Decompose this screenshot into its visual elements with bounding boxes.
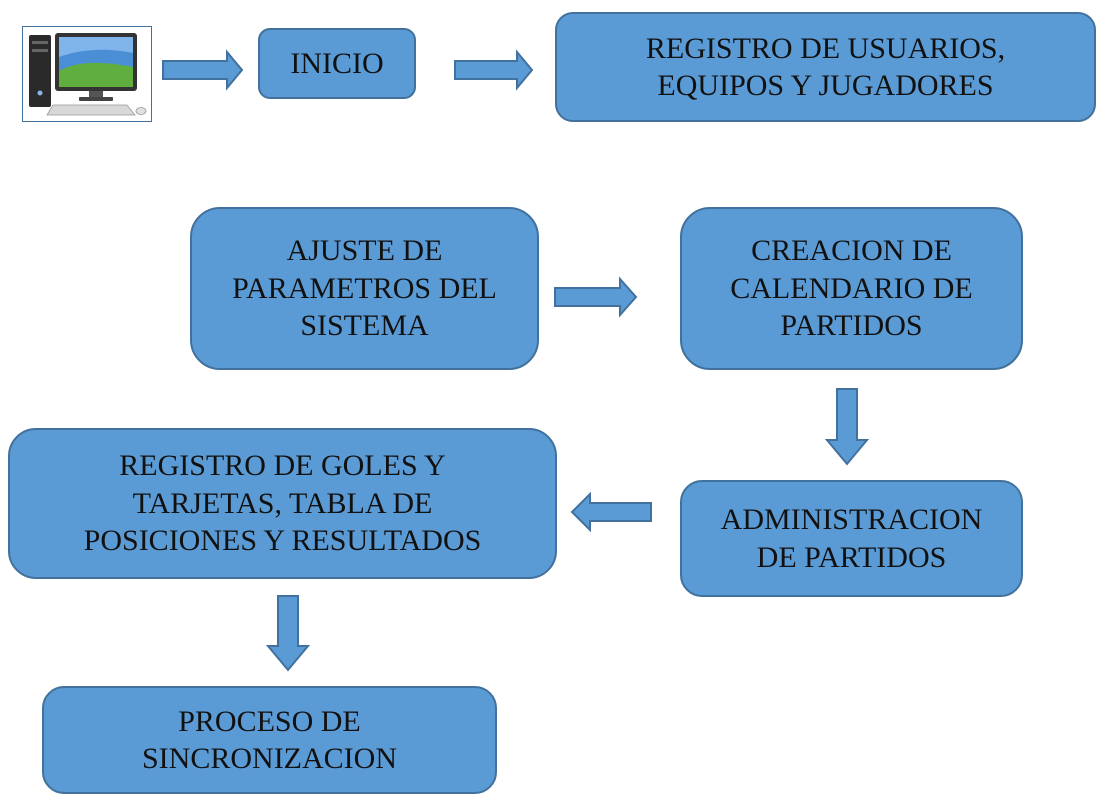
node-proceso-sincronizacion: PROCESO DE SINCRONIZACION <box>42 686 497 794</box>
arrow-goles-to-sincronizacion <box>265 595 311 672</box>
node-creacion-calendario-label: CREACION DE CALENDARIO DE PARTIDOS <box>730 234 973 343</box>
arrow-ajuste-to-calendario <box>554 276 638 318</box>
node-administracion-partidos-label: ADMINISTRACION DE PARTIDOS <box>720 503 983 574</box>
node-creacion-calendario: CREACION DE CALENDARIO DE PARTIDOS <box>680 207 1023 370</box>
node-registro-usuarios: REGISTRO DE USUARIOS, EQUIPOS Y JUGADORE… <box>555 12 1096 122</box>
node-proceso-sincronizacion-label: PROCESO DE SINCRONIZACION <box>142 704 397 776</box>
node-registro-goles-label: REGISTRO DE GOLES Y TARJETAS, TABLA DE P… <box>83 449 482 558</box>
node-inicio-label: INICIO <box>290 46 384 80</box>
computer-icon <box>22 26 152 122</box>
arrow-calendario-to-administracion <box>824 388 870 466</box>
arrow-computer-to-inicio <box>162 49 244 91</box>
node-registro-usuarios-label: REGISTRO DE USUARIOS, EQUIPOS Y JUGADORE… <box>645 31 1006 103</box>
node-inicio: INICIO <box>258 28 416 99</box>
node-registro-goles: REGISTRO DE GOLES Y TARJETAS, TABLA DE P… <box>8 428 557 579</box>
arrow-administracion-to-goles <box>570 491 652 533</box>
arrow-inicio-to-registro <box>454 49 534 91</box>
node-ajuste-parametros-label: AJUSTE DE PARAMETROS DEL SISTEMA <box>232 234 497 343</box>
node-administracion-partidos: ADMINISTRACION DE PARTIDOS <box>680 480 1023 597</box>
node-ajuste-parametros: AJUSTE DE PARAMETROS DEL SISTEMA <box>190 207 539 370</box>
